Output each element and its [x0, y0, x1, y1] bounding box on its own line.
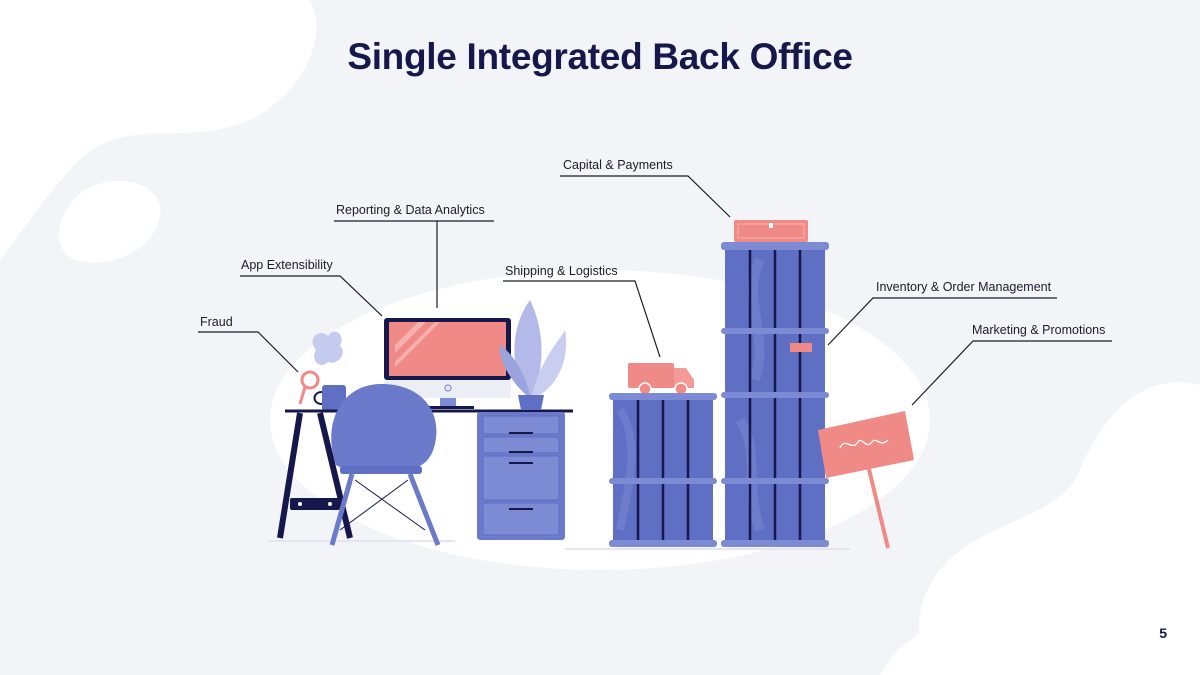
monitor [384, 318, 511, 409]
label-app-extensibility: App Extensibility [241, 258, 333, 272]
drawer-cabinet [477, 412, 565, 540]
label-inventory-order: Inventory & Order Management [876, 280, 1052, 294]
label-capital-payments: Capital & Payments [563, 158, 673, 172]
desk [268, 409, 573, 542]
label-fraud: Fraud [200, 315, 233, 329]
label-shipping-logistics: Shipping & Logistics [505, 264, 618, 278]
background-blob-right [919, 382, 1200, 675]
background-blob-left [0, 0, 317, 260]
label-reporting-analytics: Reporting & Data Analytics [336, 203, 485, 217]
leader-lines [198, 175, 1112, 406]
page-number: 5 [1159, 625, 1167, 641]
fraud-magnifier [298, 331, 346, 411]
container-stack-short [609, 393, 717, 547]
label-marketing-promotions: Marketing & Promotions [972, 323, 1106, 337]
background-blob-bottom [880, 632, 960, 675]
page-title: Single Integrated Back Office [347, 36, 853, 77]
cash-box [734, 220, 808, 242]
plant [499, 300, 567, 410]
sale-sign [818, 411, 914, 549]
background-blob-small [58, 180, 161, 263]
container-stack-tall [721, 242, 829, 547]
chair [329, 383, 441, 546]
